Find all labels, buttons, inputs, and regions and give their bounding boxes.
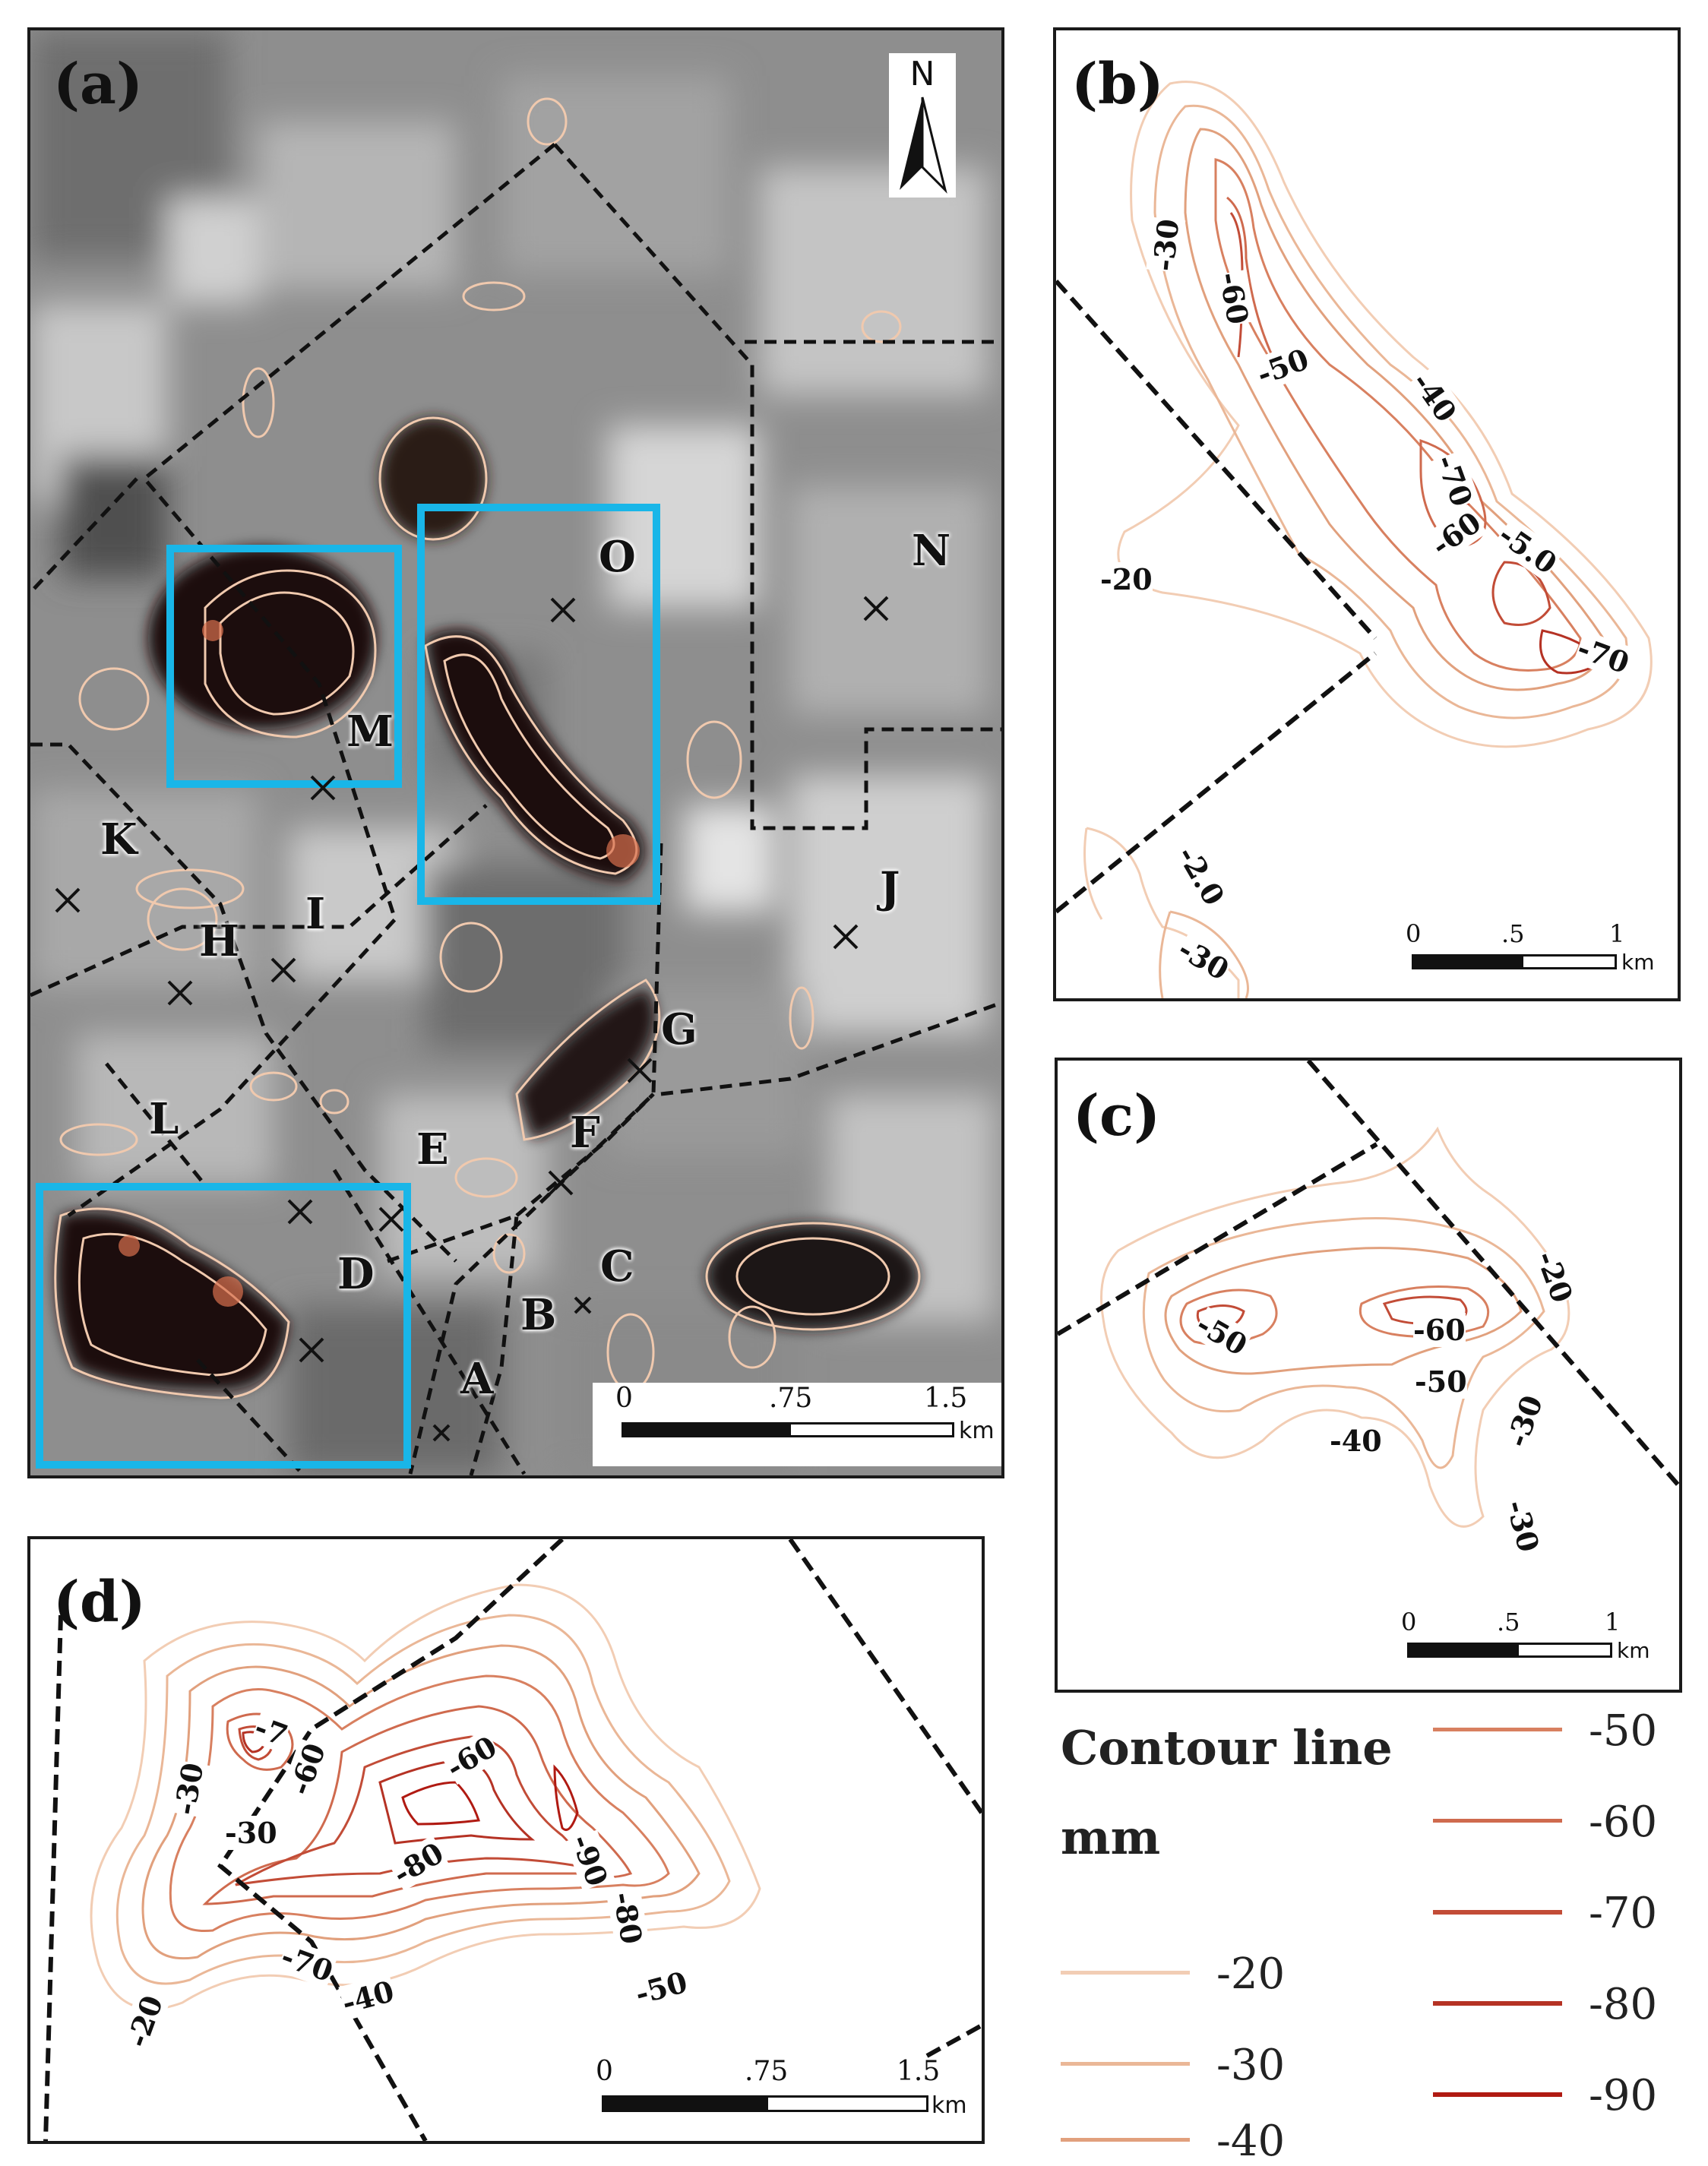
scale-b-tick-2: 1 [1609,919,1625,948]
legend-swatch-50 [1433,1728,1562,1731]
panel-d-contour-map: (d) -7 -60 -30 -30 -60 -80 -90 -80 -70 -… [27,1536,985,2144]
scale-bar-black [622,1422,789,1437]
point-label-G: G [661,1004,697,1055]
scale-b-tick-0: 0 [1406,919,1422,948]
panel-a-svg [30,30,1001,1475]
point-label-A: A [460,1354,494,1404]
legend-value-90: -90 [1589,2071,1658,2120]
contour-label-b-0: -30 [1146,217,1186,273]
legend-value-80: -80 [1589,1980,1658,2029]
scale-c-tick-2: 1 [1605,1608,1621,1636]
contour-label-d-3: -30 [225,1816,277,1850]
panel-d-svg [43,1539,982,2141]
legend-swatch-40 [1061,2138,1190,2142]
north-arrow: N [889,53,956,198]
panel-b-label: (b) [1071,52,1164,117]
contour-label-c-3: -50 [1415,1364,1467,1399]
legend-value-30: -30 [1216,2041,1286,2090]
point-label-M: M [346,707,394,757]
legend-unit: mm [1061,1810,1161,1865]
panel-d-faults [43,1539,982,2141]
point-label-D: D [337,1249,375,1299]
panel-c-contour-map: (c) -50 -60 -20 -50 -40 -30 -30 0 .5 1 k… [1055,1058,1682,1693]
scale-c-tick-0: 0 [1401,1608,1417,1636]
panel-c-faults [1058,1061,1679,1488]
legend-swatch-80 [1433,2001,1562,2006]
scale-b-tick-1: .5 [1501,919,1525,948]
scale-bar-a: 0 .75 1.5 km [593,1383,1001,1466]
panel-d-contours [90,1583,761,2010]
scale-c-tick-1: .5 [1497,1608,1520,1636]
scale-d-black [602,2095,766,2112]
panel-a-map: (a) N A B C D E F G H I J K L M N O 0 .7… [27,27,1004,1478]
legend-title: Contour line [1061,1720,1393,1775]
scale-d-tick-0: 0 [596,2056,613,2087]
grayscale-texture [30,30,995,1474]
subsidence-anomalies [54,97,921,1399]
contour-label-c-4: -40 [1330,1424,1382,1458]
point-label-C: C [600,1241,634,1292]
legend-value-20: -20 [1216,1949,1286,1999]
scale-d-white [766,2095,928,2112]
point-label-J: J [880,863,900,913]
scale-d-tick-2: 1.5 [897,2056,941,2087]
scale-tick-0: 0 [615,1383,633,1414]
legend-swatch-70 [1433,1910,1562,1915]
scale-d-unit: km [931,2092,967,2119]
point-markers [55,596,889,1442]
legend-swatch-60 [1433,1819,1562,1823]
scale-b-unit: km [1621,950,1655,975]
panel-d-label: (d) [53,1570,146,1635]
scale-tick-2: 1.5 [924,1383,968,1414]
scale-bar-c: 0 .5 1 km [1384,1608,1679,1684]
legend-swatch-20 [1061,1971,1190,1975]
legend-value-60: -60 [1589,1798,1658,1847]
scale-c-unit: km [1617,1638,1650,1663]
legend-value-50: -50 [1589,1706,1658,1756]
scale-b-white [1521,954,1617,969]
north-label: N [909,55,935,93]
legend-swatch-30 [1061,2062,1190,2066]
legend-value-70: -70 [1589,1889,1658,1938]
scale-bar-b: 0 .5 1 km [1390,919,1678,995]
panel-c-label: (c) [1073,1083,1161,1149]
study-area-boxes [36,504,660,1469]
scale-c-white [1517,1643,1612,1658]
panel-b-contour-map: (b) -30 -60 -50 -40 -70 -60 -5.0 -70 -20… [1053,27,1681,1001]
scale-tick-1: .75 [769,1383,813,1414]
contour-label-c-1: -60 [1413,1313,1466,1347]
contour-label-b-8: -20 [1100,562,1153,596]
scale-d-tick-1: .75 [745,2056,789,2087]
point-label-N: N [912,526,951,576]
fault-lines [30,143,1001,1475]
point-label-H: H [199,916,239,966]
north-arrow-icon [900,96,947,194]
contour-legend: Contour line mm -20 -30 -40 -50 -60 -70 … [1061,1706,1699,2166]
scale-bar-white [789,1422,954,1437]
point-label-B: B [520,1290,557,1340]
legend-value-40: -40 [1216,2117,1286,2166]
panel-b-svg [1056,81,1653,998]
point-label-K: K [100,814,138,865]
panel-a-label: (a) [53,52,143,117]
scale-unit: km [959,1418,995,1444]
point-label-O: O [599,532,636,582]
panel-c-svg [1058,1061,1679,1528]
panel-c-contours [1100,1126,1570,1528]
panel-b-faults [1056,280,1377,914]
legend-swatch-90 [1433,2092,1562,2097]
point-label-F: F [570,1108,600,1158]
point-label-L: L [149,1094,179,1144]
point-label-I: I [305,889,326,939]
scale-bar-d: 0 .75 1.5 km [577,2056,980,2139]
scale-b-black [1412,954,1521,969]
point-label-E: E [416,1124,449,1175]
scale-c-black [1407,1643,1517,1658]
